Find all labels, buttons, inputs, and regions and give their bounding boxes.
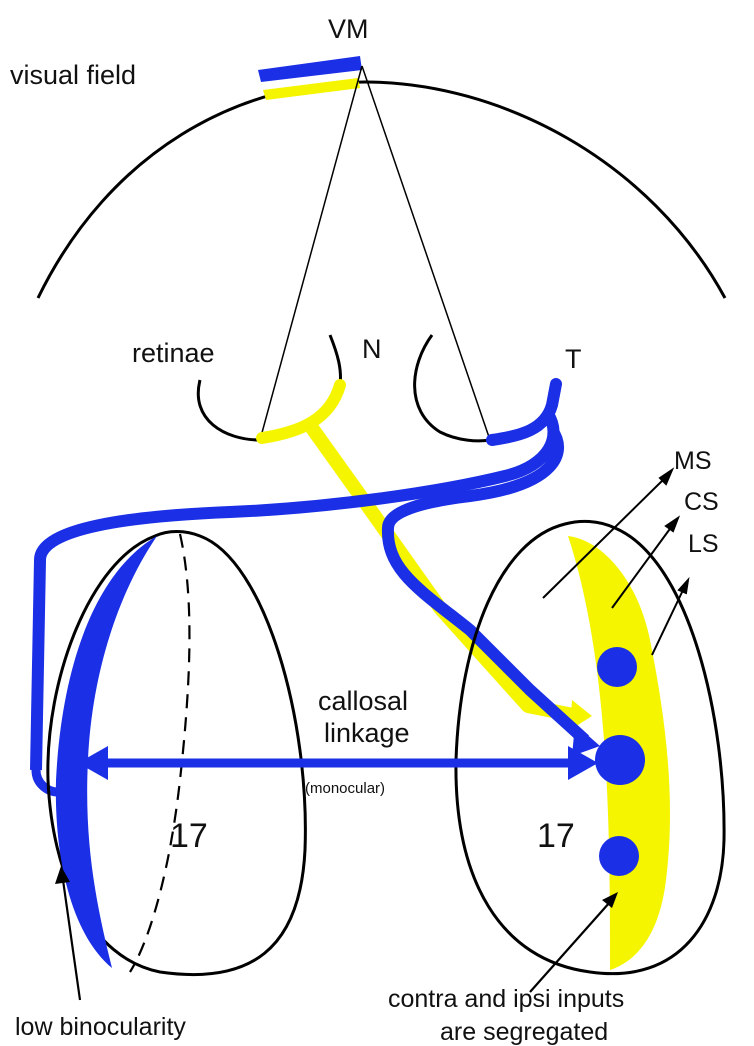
label-ls: LS	[688, 530, 719, 558]
contra-blue-retina-segment	[492, 384, 556, 440]
label-monocular: (monocular)	[305, 780, 385, 797]
ls-arrow-line	[652, 588, 684, 655]
label-cs: CS	[684, 488, 719, 516]
label-nasal: N	[362, 334, 382, 364]
vm-yellow-band	[263, 78, 360, 100]
left-area17-dashed-border	[130, 534, 189, 972]
ray-to-left-retina	[260, 66, 362, 440]
ls-arrowhead	[679, 580, 688, 593]
left-retina-outer	[198, 380, 260, 440]
ipsi-yellow-retina-segment	[262, 385, 340, 438]
ocular-dominance-blob-3	[599, 836, 639, 876]
ocular-dominance-blob-1	[597, 647, 637, 687]
label-area17-left: 17	[170, 817, 208, 855]
label-segregated-line1: contra and ipsi inputs	[388, 985, 624, 1013]
label-area17-right: 17	[537, 817, 575, 855]
label-visual-field: visual field	[10, 60, 136, 90]
label-ms: MS	[674, 447, 712, 475]
ray-to-right-retina	[362, 66, 490, 440]
vm-blue-band	[258, 56, 362, 82]
left-retina-inner	[330, 335, 341, 385]
label-callosal: callosal	[318, 686, 408, 716]
segregated-arrow-line	[530, 902, 610, 992]
right-retina-arc	[415, 335, 490, 441]
cs-arrow-line	[612, 526, 672, 608]
cs-arrowhead	[666, 518, 678, 531]
label-temporal: T	[565, 344, 582, 374]
ocular-dominance-blob-2	[595, 735, 645, 785]
visual-field-arc	[38, 82, 725, 298]
label-vm: VM	[328, 14, 369, 44]
label-low-binocularity: low binocularity	[15, 1013, 186, 1041]
label-retinae: retinae	[132, 338, 215, 368]
label-linkage: linkage	[324, 718, 410, 748]
label-segregated-line2: are segregated	[440, 1018, 608, 1046]
